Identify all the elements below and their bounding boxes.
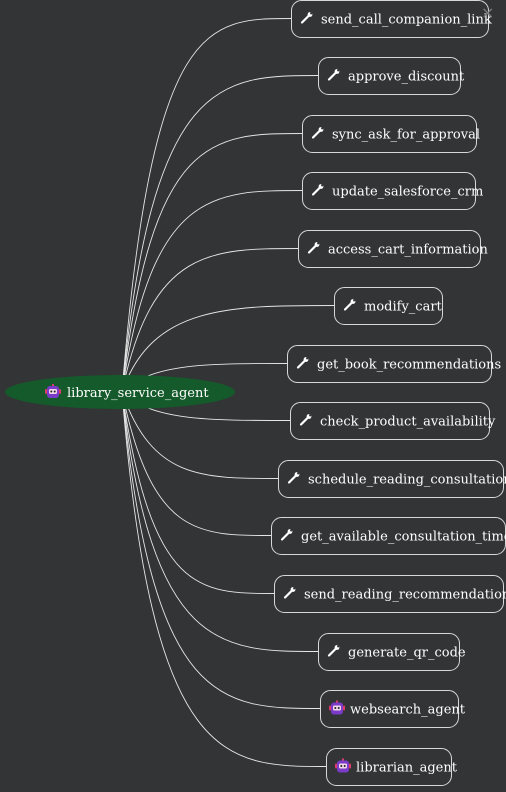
tool-node-label: get_book_recommendations bbox=[317, 358, 501, 373]
wrench-icon bbox=[311, 127, 324, 139]
graph-edge bbox=[121, 391, 273, 536]
wrench-icon bbox=[327, 645, 340, 657]
graph-edge bbox=[121, 391, 320, 652]
graph-edge bbox=[121, 391, 322, 709]
tool-node[interactable]: check_product_availability bbox=[290, 402, 496, 440]
tool-node-label: get_available_consultation_times bbox=[301, 530, 506, 545]
tool-node[interactable]: schedule_reading_consultation bbox=[278, 460, 506, 498]
wrench-icon bbox=[311, 184, 324, 196]
wrench-icon bbox=[280, 529, 293, 541]
robot-icon bbox=[335, 758, 351, 773]
graph-edge bbox=[121, 75, 320, 393]
graph-edge bbox=[121, 190, 304, 393]
wrench-icon bbox=[327, 69, 340, 81]
tool-node-label: generate_qr_code bbox=[348, 646, 466, 661]
root-node-label: library_service_agent bbox=[67, 386, 209, 401]
graph-edges bbox=[121, 18, 336, 767]
graph-edge bbox=[121, 391, 280, 479]
wrench-icon bbox=[307, 242, 320, 254]
tool-node-label: sync_ask_for_approval bbox=[332, 128, 480, 143]
tool-node[interactable]: get_available_consultation_times bbox=[271, 517, 506, 555]
robot-icon bbox=[329, 700, 345, 715]
graph-edge bbox=[121, 391, 276, 594]
tool-node[interactable]: generate_qr_code bbox=[318, 633, 466, 671]
robot-icon bbox=[45, 384, 61, 398]
wrench-icon bbox=[283, 587, 296, 599]
wrench-icon bbox=[343, 299, 356, 311]
tool-node-label: websearch_agent bbox=[350, 703, 466, 718]
wrench-icon bbox=[296, 357, 309, 369]
tool-node[interactable]: websearch_agent bbox=[320, 690, 466, 728]
tool-node[interactable]: update_salesforce_crm bbox=[302, 172, 484, 210]
tool-node-label: access_cart_information bbox=[328, 243, 488, 258]
graph-edge bbox=[121, 133, 304, 393]
tool-node-label: librarian_agent bbox=[356, 761, 458, 776]
graph-edge bbox=[121, 18, 293, 393]
tool-node[interactable]: get_book_recommendations bbox=[287, 345, 502, 383]
graph-edge bbox=[121, 391, 328, 767]
tool-node[interactable]: access_cart_information bbox=[298, 230, 489, 268]
tool-node[interactable]: modify_cart bbox=[334, 287, 443, 325]
tool-node-label: check_product_availability bbox=[320, 415, 496, 430]
tool-node[interactable]: sync_ask_for_approval bbox=[302, 115, 481, 153]
tool-node[interactable]: send_call_companion_link bbox=[291, 0, 492, 38]
close-button[interactable]: × bbox=[481, 3, 495, 22]
root-node[interactable]: library_service_agent bbox=[5, 375, 235, 409]
tool-node-label: approve_discount bbox=[348, 70, 465, 85]
tool-node[interactable]: librarian_agent bbox=[326, 748, 458, 786]
tool-node[interactable]: approve_discount bbox=[318, 57, 465, 95]
wrench-icon bbox=[299, 414, 312, 426]
tool-node[interactable]: send_reading_recommendations bbox=[274, 575, 506, 613]
wrench-icon bbox=[300, 12, 313, 24]
tool-node-label: schedule_reading_consultation bbox=[308, 473, 506, 488]
graph-edge bbox=[121, 248, 300, 393]
graph-nodes: library_service_agent send_call_companion… bbox=[5, 0, 506, 786]
wrench-icon bbox=[287, 472, 300, 484]
tool-node-label: update_salesforce_crm bbox=[332, 185, 483, 200]
tool-node-label: send_call_companion_link bbox=[321, 13, 492, 28]
tool-node-label: send_reading_recommendations bbox=[304, 588, 506, 603]
graph-edge bbox=[121, 305, 336, 393]
tool-node-label: modify_cart bbox=[364, 300, 443, 315]
